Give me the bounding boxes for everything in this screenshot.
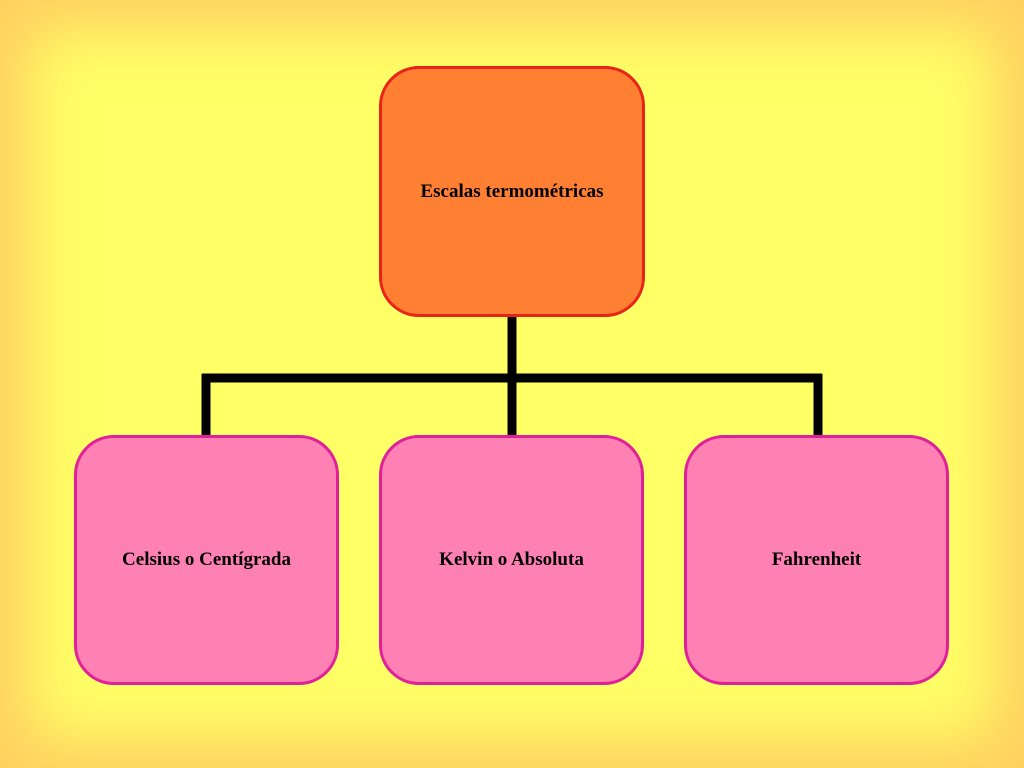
child-node-label: Celsius o Centígrada	[122, 549, 291, 570]
child-node-fahrenheit: Fahrenheit	[684, 435, 949, 685]
root-node-escalas-termometricas: Escalas termométricas	[379, 66, 645, 317]
child-node-celsius: Celsius o Centígrada	[74, 435, 339, 685]
child-node-label: Kelvin o Absoluta	[439, 549, 584, 570]
root-node-label: Escalas termométricas	[420, 180, 604, 202]
child-node-kelvin: Kelvin o Absoluta	[379, 435, 644, 685]
child-node-label: Fahrenheit	[771, 549, 862, 570]
